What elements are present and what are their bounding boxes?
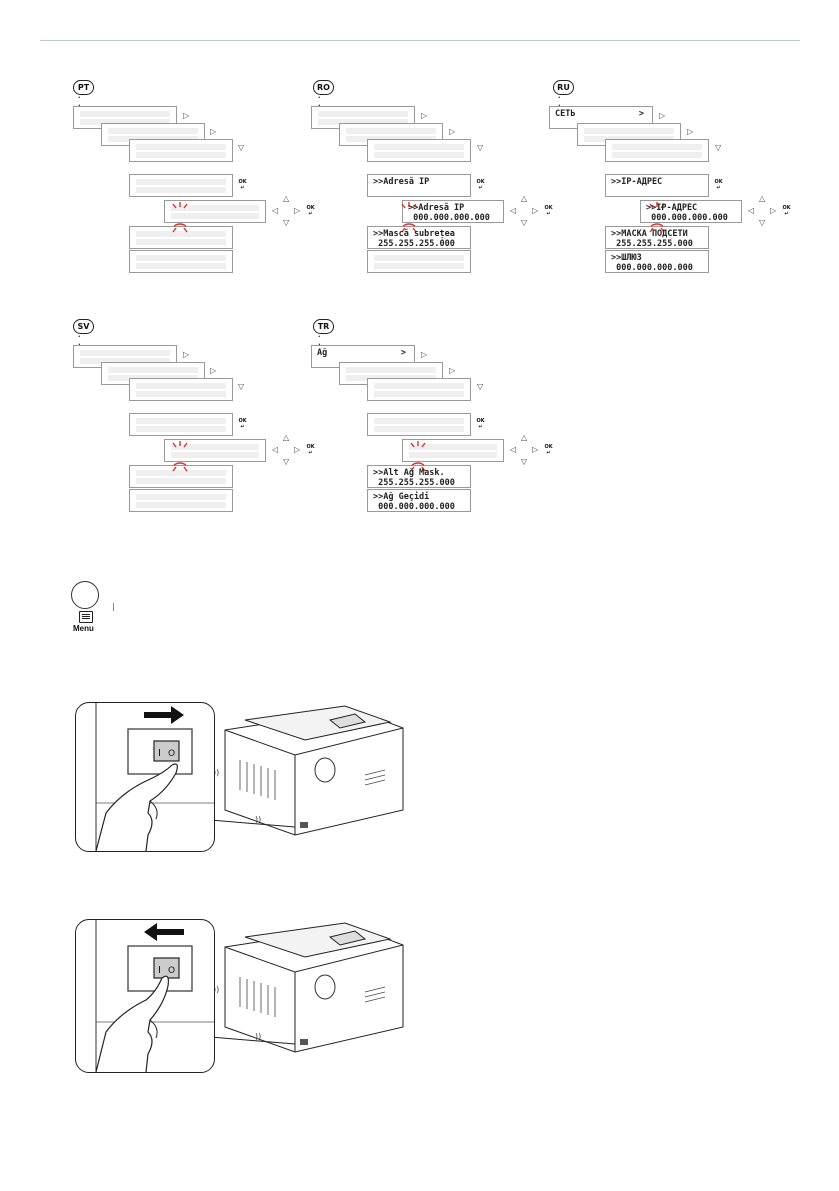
switch-on-drawing: I O	[95, 703, 214, 851]
cursor-blink-icon	[410, 441, 426, 472]
left-arrow-icon: ◁	[272, 206, 279, 215]
ok-key-icon: OK↵	[544, 205, 553, 217]
lcd-line-3	[129, 139, 233, 162]
svg-text:O: O	[168, 749, 175, 759]
down-arrow-icon: ▽	[477, 143, 484, 152]
ok-key-icon: OK↵	[476, 418, 485, 430]
svg-text:)): ))	[255, 1032, 261, 1041]
lcd-line-6	[367, 250, 471, 273]
lcd-line-3	[367, 139, 471, 162]
svg-text:I: I	[158, 748, 161, 759]
up-arrow-icon: △	[521, 194, 528, 203]
lcd-line-5	[129, 465, 233, 488]
menu-button	[71, 581, 99, 609]
lang-badge-tr: TR	[313, 319, 334, 334]
svg-text:)): ))	[215, 768, 219, 777]
ok-key-icon: OK↵	[306, 205, 315, 217]
right-arrow-icon: ▷	[532, 445, 539, 454]
right-arrow-icon: ▷	[294, 445, 301, 454]
lcd-line-3	[367, 378, 471, 401]
up-arrow-icon: △	[283, 194, 290, 203]
left-arrow-icon: ◁	[748, 206, 755, 215]
lcd-line-edit	[402, 439, 504, 462]
right-arrow-icon: ▷	[532, 206, 539, 215]
lcd-subnet-mask: >>Alt Ağ Mask. 255.255.255.000	[367, 465, 471, 488]
lcd-line-edit	[164, 439, 266, 462]
lcd-line-6	[129, 489, 233, 512]
right-arrow-icon: ▷	[183, 350, 190, 359]
lcd-ip-edit: >>Adresă IP 000.000.000.000	[402, 200, 504, 223]
cursor-blink-icon	[401, 202, 417, 233]
power-switch-on-closeup: I O	[75, 702, 215, 852]
lcd-ip-label: >>Adresă IP	[367, 174, 471, 197]
lcd-ip-edit: >>IP-АДРЕС 000.000.000.000	[640, 200, 742, 223]
lcd-line-4	[129, 413, 233, 436]
down-arrow-icon: ▽	[521, 457, 528, 466]
lang-badge-ro: RO	[313, 80, 334, 95]
lcd-line-6	[129, 250, 233, 273]
left-arrow-icon: ◁	[510, 445, 517, 454]
right-arrow-icon: ▷	[659, 111, 666, 120]
menu-label: Menu	[73, 624, 94, 633]
ok-key-icon: OK↵	[306, 444, 315, 456]
printer-icon: )) ))	[215, 922, 404, 1053]
right-arrow-icon: ▷	[421, 111, 428, 120]
lcd-line-edit	[164, 200, 266, 223]
ok-key-icon: OK↵	[714, 179, 723, 191]
ok-key-icon: OK↵	[476, 179, 485, 191]
lang-badge-sv: SV	[73, 319, 94, 334]
down-arrow-icon: ▽	[521, 218, 528, 227]
svg-text:O: O	[168, 966, 175, 976]
down-arrow-icon: ▽	[759, 218, 766, 227]
up-arrow-icon: △	[759, 194, 766, 203]
lang-badge-ru: RU	[553, 80, 574, 95]
lcd-line-4	[129, 174, 233, 197]
right-arrow-icon: ▷	[210, 366, 217, 375]
lang-badge-pt: PT	[73, 80, 94, 95]
left-arrow-icon: ◁	[510, 206, 517, 215]
up-arrow-icon: △	[283, 433, 290, 442]
ok-key-icon: OK↵	[544, 444, 553, 456]
down-arrow-icon: ▽	[283, 218, 290, 227]
lcd-gateway: >>ШЛЮЗ 000.000.000.000	[605, 250, 709, 273]
right-arrow-icon: ▷	[294, 206, 301, 215]
right-arrow-icon: ▷	[687, 127, 694, 136]
lcd-subnet-mask: >>МАСКА ПОДСЕТИ 255.255.255.000	[605, 226, 709, 249]
cursor-blink-icon	[649, 202, 665, 233]
lcd-ip-label: >>IP-АДРЕС	[605, 174, 709, 197]
svg-text:I: I	[158, 965, 161, 976]
down-arrow-icon: ▽	[238, 382, 245, 391]
left-arrow-icon: ◁	[272, 445, 279, 454]
up-arrow-icon: △	[521, 433, 528, 442]
switch-off-drawing: I O	[95, 920, 214, 1072]
power-switch-off-closeup: I O	[75, 919, 215, 1073]
svg-text:)): ))	[215, 985, 219, 994]
ok-key-icon: OK↵	[238, 418, 247, 430]
down-arrow-icon: ▽	[715, 143, 722, 152]
lcd-line-4	[367, 413, 471, 436]
cursor-blink-icon	[172, 202, 188, 233]
ok-key-icon: OK↵	[238, 179, 247, 191]
divider-tick	[113, 603, 114, 611]
right-arrow-icon: ▷	[421, 350, 428, 359]
lcd-line-5	[129, 226, 233, 249]
down-arrow-icon: ▽	[238, 143, 245, 152]
printer-icon: )) ))	[215, 705, 404, 836]
right-arrow-icon: ▷	[183, 111, 190, 120]
down-arrow-icon: ▽	[477, 382, 484, 391]
lcd-subnet-mask: >>Mască subrețea 255.255.255.000	[367, 226, 471, 249]
lcd-line-3	[129, 378, 233, 401]
lcd-line-3	[605, 139, 709, 162]
svg-text:)): ))	[255, 815, 261, 824]
lcd-gateway: >>Ağ Geçidi 000.000.000.000	[367, 489, 471, 512]
right-arrow-icon: ▷	[770, 206, 777, 215]
right-arrow-icon: ▷	[449, 366, 456, 375]
right-arrow-icon: ▷	[449, 127, 456, 136]
down-arrow-icon: ▽	[283, 457, 290, 466]
menu-list-icon	[79, 611, 93, 623]
ok-key-icon: OK↵	[782, 205, 791, 217]
header-rule	[40, 40, 800, 41]
right-arrow-icon: ▷	[210, 127, 217, 136]
cursor-blink-icon	[172, 441, 188, 472]
